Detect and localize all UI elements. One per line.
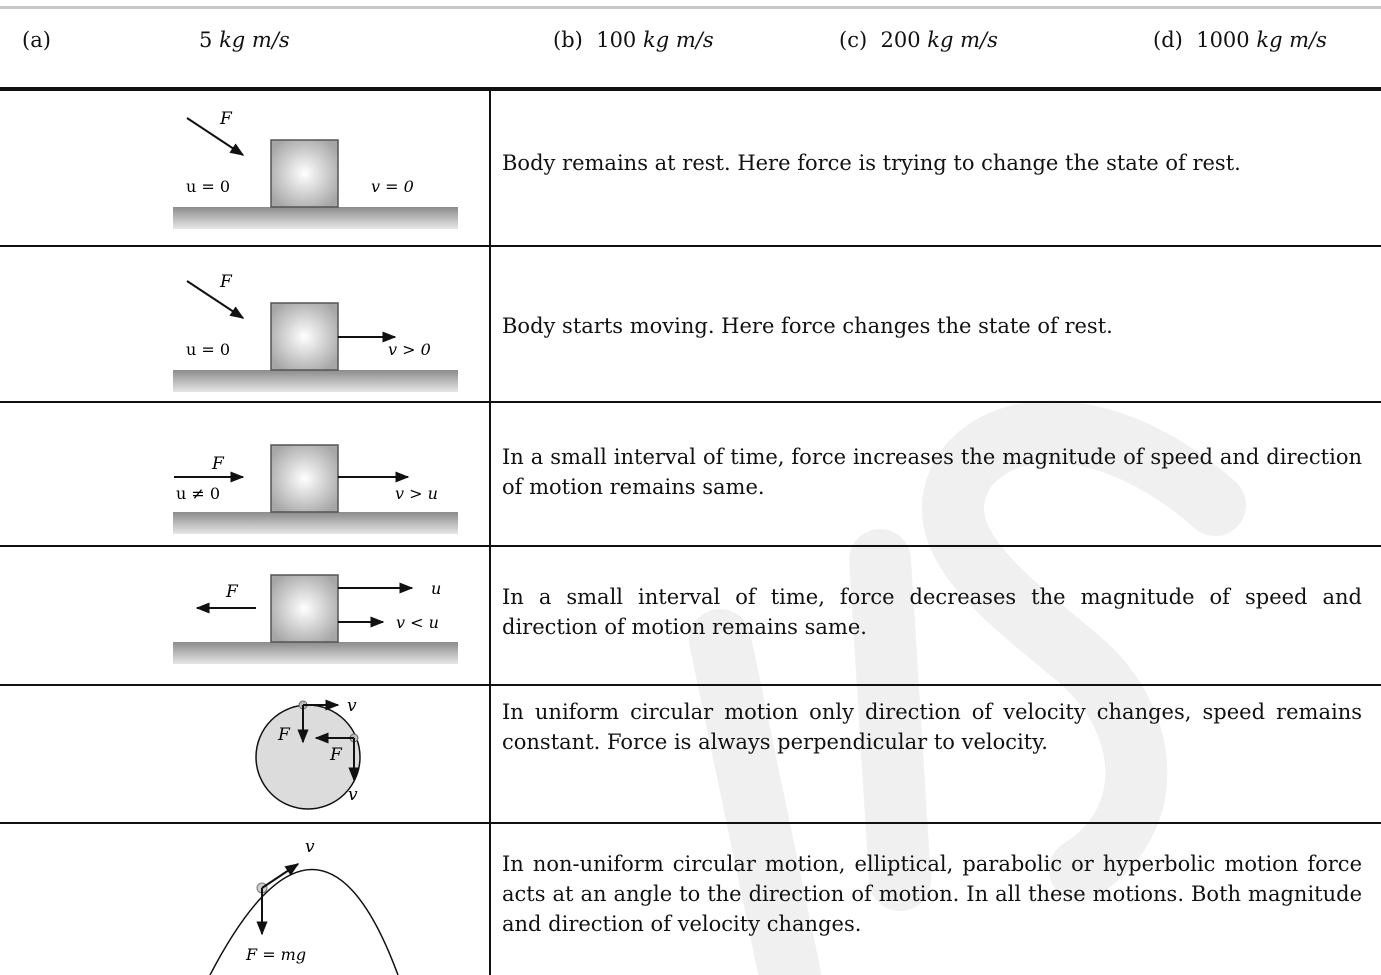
ground-surface [173,207,458,229]
final-velocity-label: v > 0 [388,340,431,359]
final-velocity-label: v = 0 [371,177,414,196]
row-divider [0,245,1381,247]
row-1-description: Body remains at rest. Here force is tryi… [502,151,1241,175]
block [270,444,339,513]
velocity-arrow [261,863,300,889]
row-divider [0,684,1381,686]
ground-surface [173,370,458,392]
block [270,574,339,643]
projectile-motion-figure: v F = mg [209,837,399,975]
row-6-description: In non-uniform circular motion, elliptic… [502,852,1362,936]
row-divider [0,822,1381,824]
gravity-force-label: F = mg [245,945,306,964]
initial-velocity-label: u ≠ 0 [176,484,220,503]
option-a-value: 5 kg m/s [199,28,290,52]
ground-surface [173,642,458,664]
option-a-label: (a) [22,28,51,52]
initial-velocity-label: u = 0 [186,177,230,196]
block-starts-moving-figure: F u = 0 v > 0 [173,272,458,392]
velocity-label: v [305,837,315,857]
row-4-description: In a small interval of time, force decre… [502,585,1362,639]
parabolic-path [209,868,399,975]
force-label: F [211,454,225,474]
force-arrow [186,280,245,319]
velocity-top-label: v [347,696,357,716]
uniform-circular-motion-figure: v F F v [255,696,361,810]
block-speed-decreases-figure: F u v < u [173,574,458,664]
force-label: F [219,109,233,129]
row-divider [0,545,1381,547]
option-d: (d) 1000 kg m/s [1153,28,1327,52]
initial-velocity-label: u [431,579,441,598]
block [270,139,339,208]
block-speed-increases-figure: F u ≠ 0 v > u [173,444,458,534]
force-label: F [225,582,239,602]
column-divider [489,91,491,975]
initial-velocity-label: u = 0 [186,340,230,359]
force-arrow [186,117,245,156]
ground-surface [173,512,458,534]
option-c: (c) 200 kg m/s [839,28,998,52]
row-divider [0,401,1381,403]
block [270,302,339,371]
top-rule [0,6,1381,9]
final-velocity-label: v < u [396,613,439,632]
velocity-bottom-label: v [348,785,358,805]
block-at-rest-figure: F u = 0 v = 0 [173,109,458,229]
force-top-label: F [277,725,291,745]
final-velocity-label: v > u [395,484,438,503]
force-label: F [219,272,233,292]
answer-options: (a) 5 kg m/s (b) 100 kg m/s (c) 200 kg m… [0,28,1381,72]
row-2-description: Body starts moving. Here force changes t… [502,314,1113,338]
row-3-description: In a small interval of time, force incre… [502,445,1362,499]
option-b: (b) 100 kg m/s [553,28,714,52]
force-right-label: F [329,745,343,765]
row-5-description: In uniform circular motion only directio… [502,700,1362,754]
circular-path [255,704,361,810]
header-rule [0,87,1381,91]
